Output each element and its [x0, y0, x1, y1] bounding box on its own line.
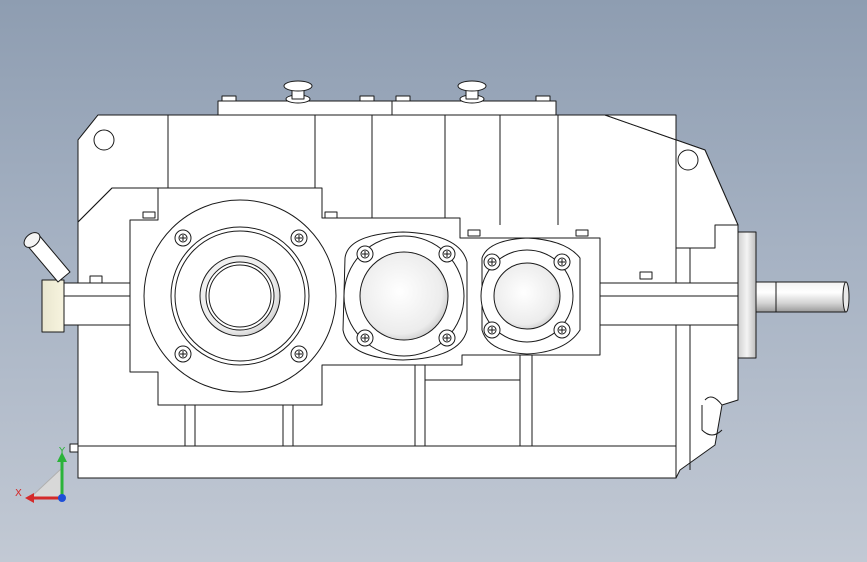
- triad-plane: [28, 466, 63, 499]
- base-feet: [184, 354, 533, 447]
- screw: [290, 229, 308, 247]
- mount-hole-left: [93, 129, 115, 151]
- triad-x-arrowhead: [25, 493, 34, 503]
- view-triad: Y X: [15, 446, 67, 503]
- screw: [553, 253, 571, 271]
- output-shaft: [737, 231, 850, 359]
- edge-bolts: [89, 211, 653, 284]
- screw: [483, 321, 501, 339]
- triad-x-label: X: [15, 488, 22, 499]
- screw: [290, 345, 308, 363]
- breather-right: [457, 80, 487, 104]
- breather-left: [283, 80, 313, 104]
- screw: [553, 321, 571, 339]
- triad-y-label: Y: [58, 446, 66, 457]
- screw: [438, 245, 456, 263]
- top-bolts: [221, 95, 551, 102]
- base-plate: [77, 445, 677, 479]
- cover-screws: [174, 229, 571, 363]
- mount-hole-right: [677, 149, 699, 171]
- right-wall: [604, 114, 739, 249]
- screw: [356, 329, 374, 347]
- triad-y-arrowhead: [57, 452, 67, 462]
- oil-plug: [23, 232, 71, 333]
- screw: [438, 329, 456, 347]
- bearing-cover-large: [143, 199, 337, 393]
- top-cover: [217, 100, 557, 116]
- drain-stud: [69, 443, 79, 453]
- screw: [174, 229, 192, 247]
- screw: [356, 245, 374, 263]
- screw: [174, 345, 192, 363]
- triad-z-origin: [58, 494, 66, 502]
- bearing-cover-medium: [342, 231, 468, 361]
- screw: [483, 253, 501, 271]
